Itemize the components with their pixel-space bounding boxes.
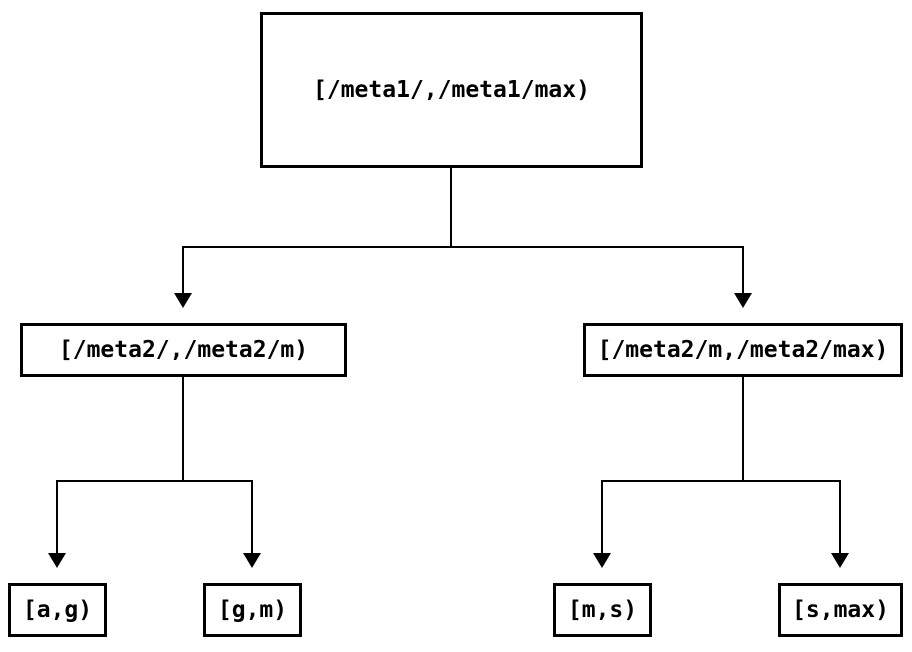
tree-node-leaf-ms: [m,s) [553, 583, 652, 637]
tree-node-leaf-ag-label: [a,g) [22, 597, 93, 623]
arrowhead-leaf0 [48, 553, 66, 568]
tree-node-level2-right-label: [/meta2/m,/meta2/max) [597, 337, 889, 363]
tree-node-leaf-smax: [s,max) [778, 583, 903, 637]
tree-node-level2-left-label: [/meta2/,/meta2/m) [58, 337, 309, 363]
arrowhead-leaf3 [831, 553, 849, 568]
tree-node-leaf-ms-label: [m,s) [567, 597, 638, 623]
arrowhead-left-child [174, 293, 192, 308]
tree-node-root: [/meta1/,/meta1/max) [260, 12, 643, 168]
tree-node-leaf-ag: [a,g) [8, 583, 107, 637]
arrowhead-leaf2 [593, 553, 611, 568]
arrowhead-right-child [734, 293, 752, 308]
tree-node-level2-right: [/meta2/m,/meta2/max) [583, 323, 903, 377]
tree-node-leaf-gm: [g,m) [203, 583, 302, 637]
tree-node-leaf-smax-label: [s,max) [792, 597, 889, 623]
tree-node-leaf-gm-label: [g,m) [217, 597, 288, 623]
tree-node-root-label: [/meta1/,/meta1/max) [313, 77, 590, 103]
tree-node-level2-left: [/meta2/,/meta2/m) [20, 323, 347, 377]
arrowhead-leaf1 [243, 553, 261, 568]
